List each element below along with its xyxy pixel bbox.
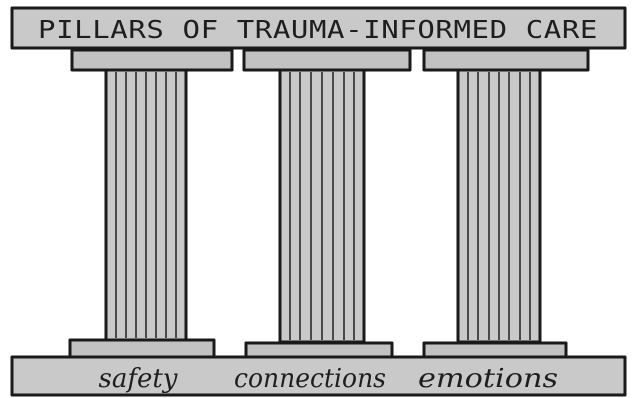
pillar-shaft-3: [456, 68, 542, 344]
pillar-capital-1: [70, 48, 234, 72]
pillar-base-1: [68, 338, 216, 360]
pillar-label-emotions: emotions: [418, 364, 558, 394]
stylobate: [10, 355, 627, 397]
pillar-shaft-1: [104, 68, 188, 342]
entablature: [10, 6, 627, 50]
pillar-label-connections: connections: [234, 364, 386, 394]
pillar-capital-2: [242, 48, 412, 72]
pillar-shaft-2: [278, 68, 366, 344]
diagram-title: PILLARS OF TRAUMA-INFORMED CARE: [38, 15, 598, 44]
pillar-label-safety: safety: [99, 364, 178, 394]
pillar-capital-3: [422, 48, 590, 72]
